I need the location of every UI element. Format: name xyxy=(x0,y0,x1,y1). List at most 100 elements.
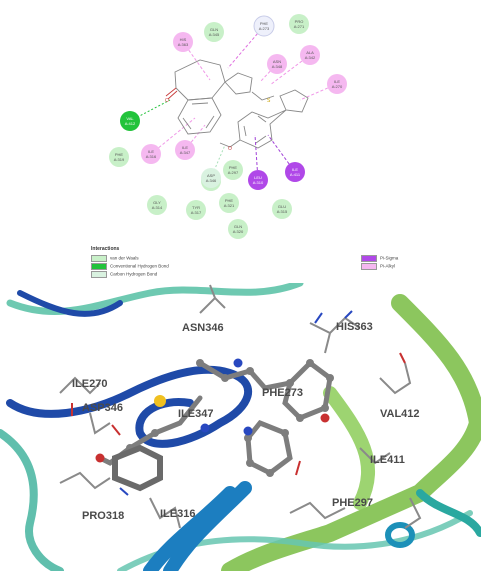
teal-coil-left xyxy=(0,429,64,571)
residue-disc-label: A:342 xyxy=(305,55,316,60)
residue-disc-label: ILE xyxy=(292,167,298,172)
interaction-legend: Interactions van der Waals Conventional … xyxy=(0,246,481,282)
interaction-line-pi-alkyl xyxy=(259,63,278,83)
ligand-nitrogen-atom xyxy=(233,358,243,368)
residue-disc-label: ILE xyxy=(182,145,188,150)
oxygen-atom-label: O xyxy=(165,98,169,104)
ligand-2d-structure xyxy=(165,59,309,149)
legend-label: Conventional Hydrogen Bond xyxy=(110,263,169,269)
residue-disc-label: A:316 xyxy=(146,154,157,159)
interaction-line-pi-alkyl xyxy=(269,54,311,86)
ligand-sulfur-atom xyxy=(154,395,166,407)
residue-label-asn346: ASN346 xyxy=(182,322,224,334)
green-sheet-ribbon xyxy=(221,294,481,571)
interaction-diagram: O S O GLNA:345PHEA:273PROA:271HISA:363AS… xyxy=(109,14,347,239)
residue-label-ile270: ILE270 xyxy=(72,378,107,390)
residue-disc-label: A:314 xyxy=(152,205,163,210)
protein-ribbons xyxy=(0,283,481,571)
sulfur-atom-label: S xyxy=(267,98,271,104)
residue-disc-circle xyxy=(300,45,320,65)
dark-blue-loop xyxy=(6,365,253,448)
residue-disc-label: A:346 xyxy=(206,178,217,183)
legend-item-van-der-waals: van der Waals xyxy=(91,255,139,262)
residue-disc-label: VAL xyxy=(126,116,134,121)
ligand-nitrogen-atom xyxy=(243,426,253,436)
residue-disc-circle xyxy=(186,200,206,220)
cyan-helix-coil xyxy=(385,522,415,548)
structure-render: ASN346HIS363ILE270ASP346ILE347PHE273VAL4… xyxy=(0,283,481,571)
residue-label-val412: VAL412 xyxy=(380,408,420,420)
methoxy-oxygen-label: O xyxy=(228,146,232,152)
residue-disc-label: HIS xyxy=(180,37,187,42)
legend-swatch-pi-sigma xyxy=(361,255,377,262)
residue-disc-circle xyxy=(120,111,140,131)
residue-label-ile411: ILE411 xyxy=(370,454,405,466)
residue-disc-label: PHE xyxy=(229,165,238,170)
residue-sticks-red xyxy=(71,352,406,476)
residue-disc-label: GLN xyxy=(210,27,218,32)
residue-disc-label: A:270 xyxy=(332,84,343,89)
legend-title: Interactions xyxy=(91,246,120,252)
ligand-aromatic-ring xyxy=(112,444,163,492)
legend-label: Pi-Alkyl xyxy=(380,263,396,269)
residue-disc-label: A:412 xyxy=(125,121,136,126)
residue-disc-label: A:411 xyxy=(290,172,301,177)
residue-disc-label: A:271 xyxy=(294,24,305,29)
residue-disc-circle xyxy=(289,14,309,34)
residue-disc-label: LEU xyxy=(254,175,262,180)
residue-disc-circle xyxy=(201,168,221,188)
residue-disc-circle xyxy=(109,147,129,167)
green-sheet-ribbon-2 xyxy=(323,386,375,510)
residue-disc-circle xyxy=(272,199,292,219)
residue-disc-label: PHE xyxy=(260,21,269,26)
residue-disc-label: A:315 xyxy=(277,209,288,214)
residue-disc-label: ILE xyxy=(148,149,154,154)
residue-disc-circle xyxy=(327,74,347,94)
residue-disc-label: A:345 xyxy=(209,32,220,37)
residue-sticks xyxy=(59,284,422,529)
residue-disc-circle xyxy=(248,170,268,190)
residue-disc-label: A:310 xyxy=(253,180,264,185)
legend-item-conventional-hbond: Conventional Hydrogen Bond xyxy=(91,263,169,270)
dark-blue-strand xyxy=(17,290,123,317)
residue-disc-circle xyxy=(267,54,287,74)
legend-swatch-conventional-hbond xyxy=(91,263,107,270)
residue-disc-circle xyxy=(228,219,248,239)
residue-disc-label: A:297 xyxy=(228,170,239,175)
residue-disc-label: GLY xyxy=(153,200,161,205)
residue-disc-label: A:273 xyxy=(259,26,270,31)
residue-disc-circle xyxy=(223,160,243,180)
residue-disc-label: A:348 xyxy=(272,64,283,69)
legend-item-pi-sigma: Pi-Sigma xyxy=(361,255,399,262)
ligand-oxygen-atom xyxy=(320,413,330,423)
residue-disc-label: ASN xyxy=(273,59,281,64)
residue-disc-label: TYR xyxy=(192,205,200,210)
legend-swatch-pi-alkyl xyxy=(361,263,377,270)
residue-disc-label: A:317 xyxy=(191,210,202,215)
residue-disc-label: ASP xyxy=(207,173,215,178)
residue-disc-circle xyxy=(253,15,275,37)
residue-disc-label: PHE xyxy=(225,198,234,203)
residue-disc-label: PHE xyxy=(115,152,124,157)
residue-disc-circle xyxy=(147,195,167,215)
residue-disc-circle xyxy=(219,193,239,213)
residue-label-asp346: ASP346 xyxy=(82,402,123,414)
residue-disc-circle xyxy=(173,32,193,52)
legend-label: Pi-Sigma xyxy=(380,255,399,261)
residue-disc-label: A:321 xyxy=(224,203,235,208)
residue-disc-label: A:347 xyxy=(180,150,191,155)
